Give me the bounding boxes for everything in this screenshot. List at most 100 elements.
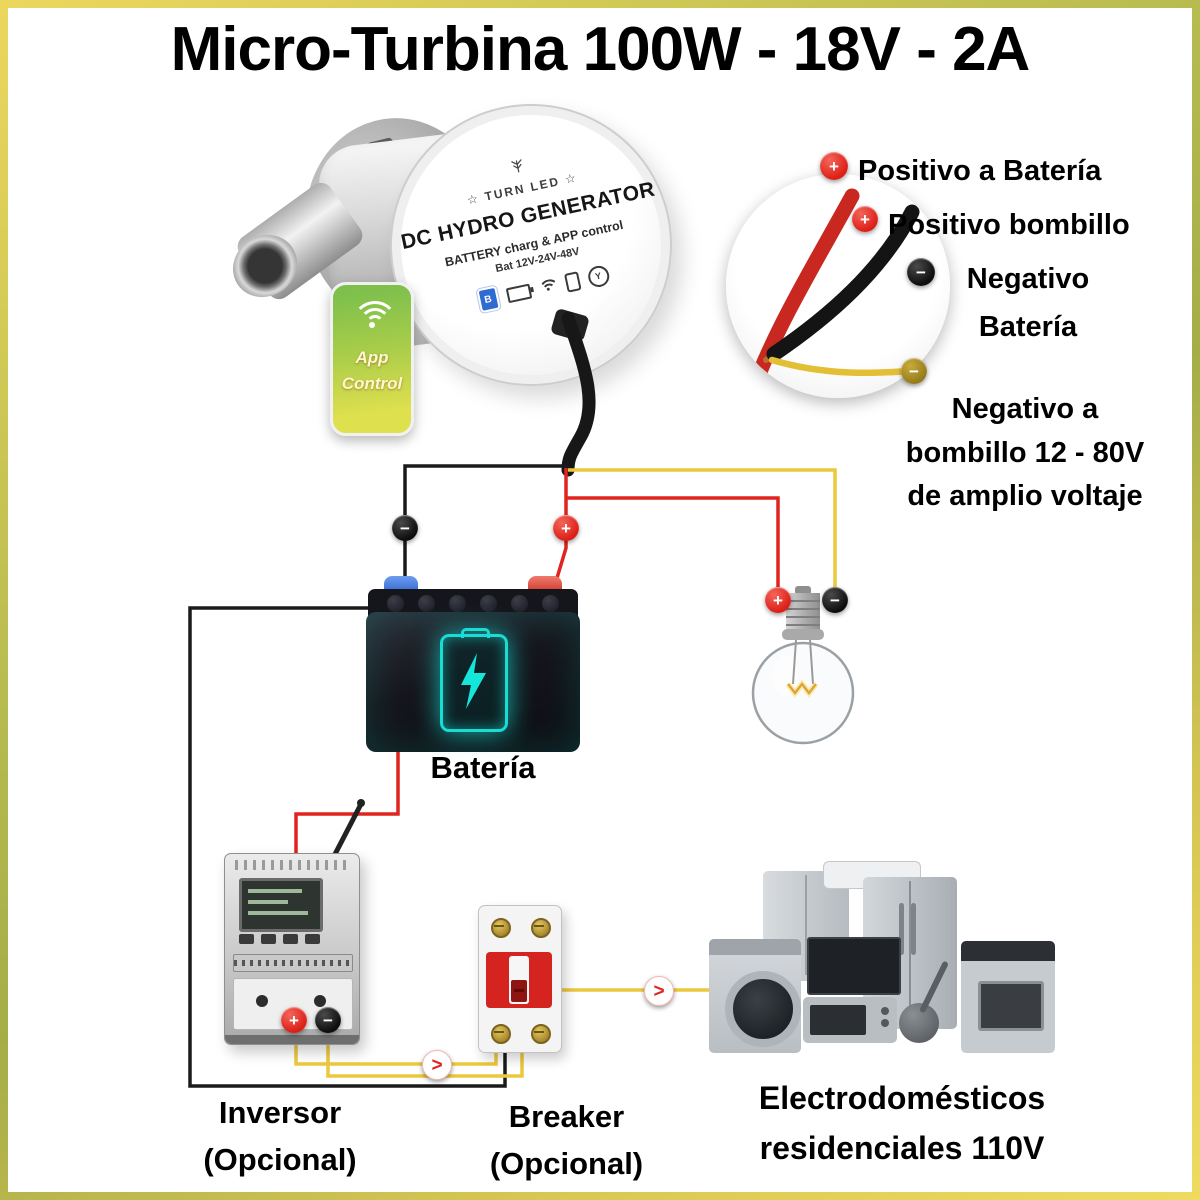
- appliances-illustration: [703, 861, 1083, 1058]
- breaker-screw-bottom-right: [531, 1024, 551, 1044]
- label-negativo-bombillo: Negativo a bombillo 12 - 80V de amplio v…: [860, 388, 1190, 519]
- label-positivo-bombillo: Positivo bombillo: [888, 209, 1130, 241]
- bulb-collar: [782, 629, 824, 640]
- minus-symbol: −: [830, 590, 840, 610]
- plus-symbol: +: [561, 518, 571, 538]
- wire-positive-to-battery: [552, 468, 568, 589]
- bulb-contact-tip: [795, 586, 811, 595]
- wire-battery-to-inverter: [294, 752, 400, 855]
- inverter-lcd-screen: [239, 878, 323, 932]
- breaker-label-block: Breaker (Opcional): [454, 1094, 679, 1187]
- bulb-glass: [751, 641, 855, 745]
- page-title: Micro-Turbina 100W - 18V - 2A: [170, 15, 1031, 84]
- inverter-antenna-tip: [357, 799, 365, 807]
- light-bulb-illustration: [748, 586, 858, 754]
- inverter-negative-badge: −: [315, 1007, 341, 1033]
- plus-symbol: +: [829, 156, 839, 176]
- label-negativo-bateria: Negativo Batería: [938, 256, 1118, 352]
- turbine-front-face: ☆ TURN LED ☆ DC HYDRO GENERATOR BATTERY …: [390, 104, 672, 386]
- microwave: [803, 997, 897, 1043]
- battery-negative-badge: −: [392, 515, 418, 541]
- minus-symbol: −: [323, 1010, 333, 1030]
- bulb-drawing: [751, 586, 855, 745]
- wire-negative-to-battery: [403, 464, 568, 594]
- lightning-bolt-icon: [461, 653, 486, 709]
- plus-symbol: +: [289, 1010, 299, 1030]
- flow-arrow-breaker-appliances: >: [644, 976, 674, 1006]
- inverter-label: Inversor: [218, 1095, 342, 1130]
- battery-positive-badge: +: [553, 515, 579, 541]
- plus-symbol: +: [773, 590, 783, 610]
- wire-inverter-to-breaker-2: [326, 1028, 524, 1078]
- app-control-label: App Control: [333, 345, 411, 396]
- bulb-stem-wires: [792, 639, 814, 685]
- label-negativo-bombillo-line2: bombillo 12 - 80V: [905, 436, 1145, 469]
- wifi-signal-icon: [352, 301, 398, 329]
- yellow-wire-closeup: [768, 356, 926, 377]
- diagram-canvas: Micro-Turbina 100W - 18V - 2A ☆ TURN LED…: [8, 8, 1192, 1192]
- breaker-label: Breaker: [508, 1099, 625, 1134]
- appliances-label-line1: Electrodomésticos: [758, 1080, 1046, 1116]
- black-wire-closeup: [766, 204, 920, 362]
- tv-screen: [807, 937, 901, 995]
- app-label-line1: App: [355, 348, 389, 367]
- minus-symbol: −: [400, 518, 410, 538]
- turbine-face-text: ☆ TURN LED ☆ DC HYDRO GENERATOR BATTERY …: [388, 132, 674, 326]
- breaker-screw-bottom-left: [491, 1024, 511, 1044]
- wire-positive-to-bulb: [566, 496, 780, 598]
- battery-label: Batería: [430, 750, 536, 785]
- negative-badge-bombillo-wire: −: [901, 358, 927, 384]
- washer-door: [725, 971, 801, 1047]
- app-control-phone: App Control: [330, 282, 414, 436]
- label-negativo-bateria-line1: Negativo: [966, 263, 1090, 295]
- battery-illustration: [366, 576, 580, 752]
- breaker-screw-top-left: [491, 918, 511, 938]
- vacuum-body: [899, 1003, 939, 1043]
- inverter-base: [225, 1035, 359, 1044]
- inverter-positive-badge: +: [281, 1007, 307, 1033]
- bulb-screw-ridges: [786, 600, 820, 626]
- plus-symbol: +: [860, 209, 870, 229]
- breaker-note: (Opcional): [489, 1145, 644, 1181]
- negative-badge-bateria: −: [907, 258, 935, 286]
- arrow-symbol: >: [653, 980, 665, 1002]
- inverter-vents: [235, 860, 349, 870]
- wire-battery-negative-loop: [188, 606, 507, 1088]
- minus-symbol: −: [916, 262, 926, 282]
- inverter-label-band: [233, 954, 353, 972]
- inverter-label-block: Inversor (Opcional): [170, 1090, 390, 1183]
- appliances-label-block: Electrodomésticos residenciales 110V: [726, 1074, 1078, 1173]
- appliances-label-line2: residenciales 110V: [759, 1129, 1045, 1166]
- bulb-positive-badge: +: [765, 587, 791, 613]
- battery-charge-indicator: [440, 628, 508, 732]
- arrow-symbol: >: [431, 1054, 443, 1076]
- inverter-antenna: [329, 803, 363, 863]
- label-negativo-bombillo-line1: Negativo a: [951, 393, 1099, 425]
- breaker-screw-top-right: [531, 918, 551, 938]
- wire-negative-to-bulb: [568, 468, 837, 598]
- breaker-illustration: [478, 905, 562, 1053]
- label-positivo-bateria: Positivo a Batería: [858, 155, 1102, 187]
- breaker-toggle-slot: [509, 956, 529, 1004]
- wiring-layer: [188, 311, 837, 1088]
- wire-inverter-to-breaker-1: [294, 1028, 498, 1066]
- inverter-port-right: [314, 995, 326, 1007]
- battery-body: [366, 612, 580, 752]
- stove: [961, 941, 1055, 1053]
- inverter-note: (Opcional): [203, 1141, 357, 1177]
- flow-arrow-inverter-breaker: >: [422, 1050, 452, 1080]
- inverter-buttons: [239, 934, 320, 944]
- positive-badge-bateria: +: [820, 152, 848, 180]
- positive-badge-bombillo: +: [852, 206, 878, 232]
- bulb-filament: [787, 681, 817, 696]
- inverter-port-left: [256, 995, 268, 1007]
- bulb-negative-badge: −: [822, 587, 848, 613]
- brand-logo-icon: [511, 159, 522, 173]
- breaker-red-panel: [486, 952, 552, 1008]
- generator-output-cable: [561, 311, 596, 477]
- label-negativo-bombillo-line3: de amplio voltaje: [907, 480, 1143, 512]
- label-negativo-bateria-line2: Batería: [978, 310, 1078, 343]
- minus-symbol: −: [909, 361, 919, 381]
- breaker-toggle-handle: [511, 980, 527, 1002]
